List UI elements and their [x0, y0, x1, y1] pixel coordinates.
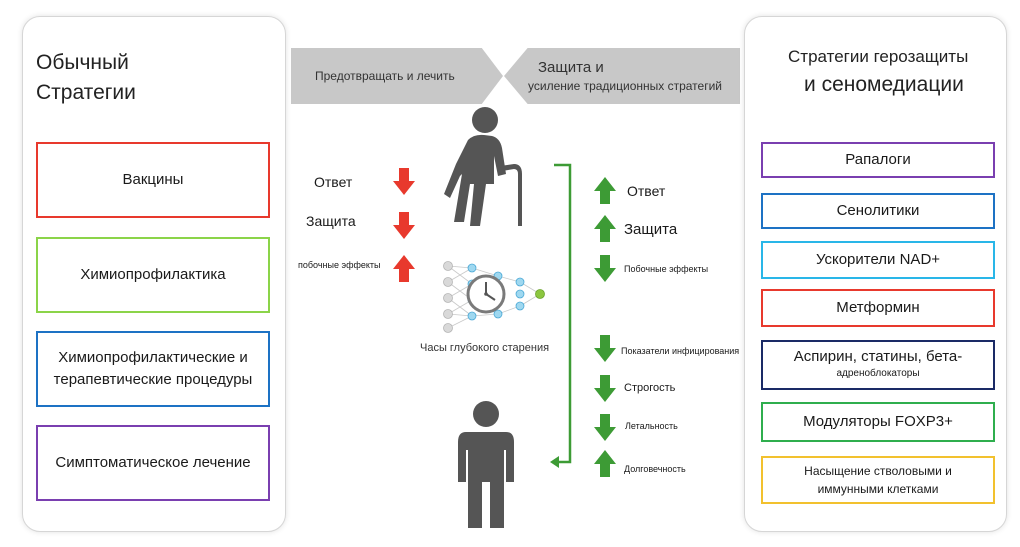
arrow-head [594, 450, 616, 464]
conventional-strategies-panel [22, 16, 286, 532]
title-line-2: и сеномедиации [804, 73, 964, 96]
geroprotection-strategies-title: Стратегии герозащиты и сеномедиации [760, 44, 1000, 100]
elderly-person-icon [444, 107, 522, 226]
foxp3-modulators-box: Модуляторы FOXP3+ [761, 402, 995, 442]
left-effect-side-effects-label: побочные эффекты [298, 260, 381, 270]
arrow-shaft [600, 190, 610, 204]
geroprotection-strategies-panel [744, 16, 1007, 532]
arrow-head [393, 255, 415, 269]
protection-chevron: Защита и усиление традиционных стратегий [504, 48, 740, 104]
protection-label-line-1: Защита и [538, 59, 604, 76]
rapalogs-box: Рапалоги [761, 142, 995, 178]
prevent-and-treat-chevron: Предотвращать и лечить [291, 48, 503, 104]
left-effect-protection-arrow-icon [393, 212, 415, 239]
chemoprophylaxis-label: Химиопрофилактика [80, 266, 226, 283]
therapeutic-procedures-label: Химиопрофилактические и терапевтические … [53, 349, 253, 388]
symptomatic-treatment-box: Симптоматическое лечение [36, 425, 270, 501]
senolytics-label: Сенолитики [836, 202, 920, 219]
arrow-shaft [399, 268, 409, 282]
right-effect-protection-arrow-icon [594, 215, 616, 242]
deep-aging-clock-caption: Часы глубокого старения [420, 342, 550, 354]
young-person-icon [458, 401, 514, 528]
symptomatic-treatment-label: Симптоматическое лечение [55, 454, 251, 471]
arrow-shaft [600, 414, 610, 428]
chemoprophylaxis-box: Химиопрофилактика [36, 237, 270, 313]
arrow-head [594, 215, 616, 229]
right-effect-durability-label: Долговечность [624, 464, 686, 474]
right-effect-infection-rate-arrow-icon [594, 335, 616, 362]
right-effect-lethality-arrow-icon [594, 414, 616, 441]
prevent-and-treat-label: Предотвращать и лечить [315, 69, 455, 83]
left-effect-response-label: Ответ [314, 174, 353, 190]
right-effect-severity-arrow-icon [594, 375, 616, 402]
right-effect-durability-arrow-icon [594, 450, 616, 477]
arrow-head [393, 225, 415, 239]
title-line-2: Стратегии [36, 81, 136, 104]
right-effect-response-label: Ответ [627, 183, 666, 199]
arrow-shaft [399, 168, 409, 182]
metformin-label: Метформин [836, 299, 920, 316]
nad-boosters-box: Ускорители NAD+ [761, 241, 995, 279]
aspirin-statins-label: Аспирин, статины, бета- [793, 348, 963, 365]
right-effect-infection-rate-label: Показатели инфицирования [621, 346, 740, 356]
title-line-1: Стратегии герозащиты [788, 47, 969, 66]
arrow-head [594, 177, 616, 191]
right-effect-lethality-label: Летальность [625, 421, 678, 431]
green-bracket-arrow-icon [550, 163, 572, 468]
stem-cell-saturation-label: Насыщение стволовыми и [804, 464, 952, 478]
nad-boosters-label: Ускорители NAD+ [815, 251, 941, 268]
senolytics-box: Сенолитики [761, 193, 995, 229]
arrow-shaft [600, 463, 610, 477]
arrow-shaft [399, 212, 409, 226]
conventional-strategies-title: Обычный Стратегии [36, 48, 136, 108]
therapeutic-procedures-box: Химиопрофилактические и терапевтические … [36, 331, 270, 407]
arrow-head [594, 268, 616, 282]
aspirin-statins-label-cont: адреноблокаторы [836, 368, 920, 379]
arrow-head [393, 181, 415, 195]
protection-label-line-2: усиление традиционных стратегий [528, 79, 722, 93]
stem-cell-saturation-box: Насыщение стволовыми и иммунными клеткам… [761, 456, 995, 504]
deep-aging-clock-icon [443, 261, 545, 333]
stem-cell-saturation-label-cont: иммунными клетками [817, 482, 939, 496]
right-effect-side-effects-arrow-icon [594, 255, 616, 282]
arrow-shaft [600, 335, 610, 349]
metformin-box: Метформин [761, 289, 995, 327]
arrow-shaft [600, 228, 610, 242]
right-effect-protection-label: Защита [624, 221, 678, 238]
aspirin-statins-box: Аспирин, статины, бета- адреноблокаторы [761, 340, 995, 390]
right-effect-response-arrow-icon [594, 177, 616, 204]
rapalogs-label: Рапалоги [845, 151, 911, 168]
left-effect-response-arrow-icon [393, 168, 415, 195]
vaccines-box: Вакцины [36, 142, 270, 218]
right-effect-severity-label: Строгость [624, 382, 676, 394]
arrow-head [594, 427, 616, 441]
title-line-1: Обычный [36, 51, 129, 74]
arrow-head [594, 348, 616, 362]
foxp3-modulators-label: Модуляторы FOXP3+ [803, 413, 953, 430]
left-effect-protection-label: Защита [306, 213, 356, 229]
arrow-shaft [600, 375, 610, 389]
arrow-shaft [600, 255, 610, 269]
vaccines-label: Вакцины [122, 171, 184, 188]
left-effect-side-effects-arrow-icon [393, 255, 415, 282]
right-effect-side-effects-label: Побочные эффекты [624, 264, 709, 274]
arrow-head [594, 388, 616, 402]
